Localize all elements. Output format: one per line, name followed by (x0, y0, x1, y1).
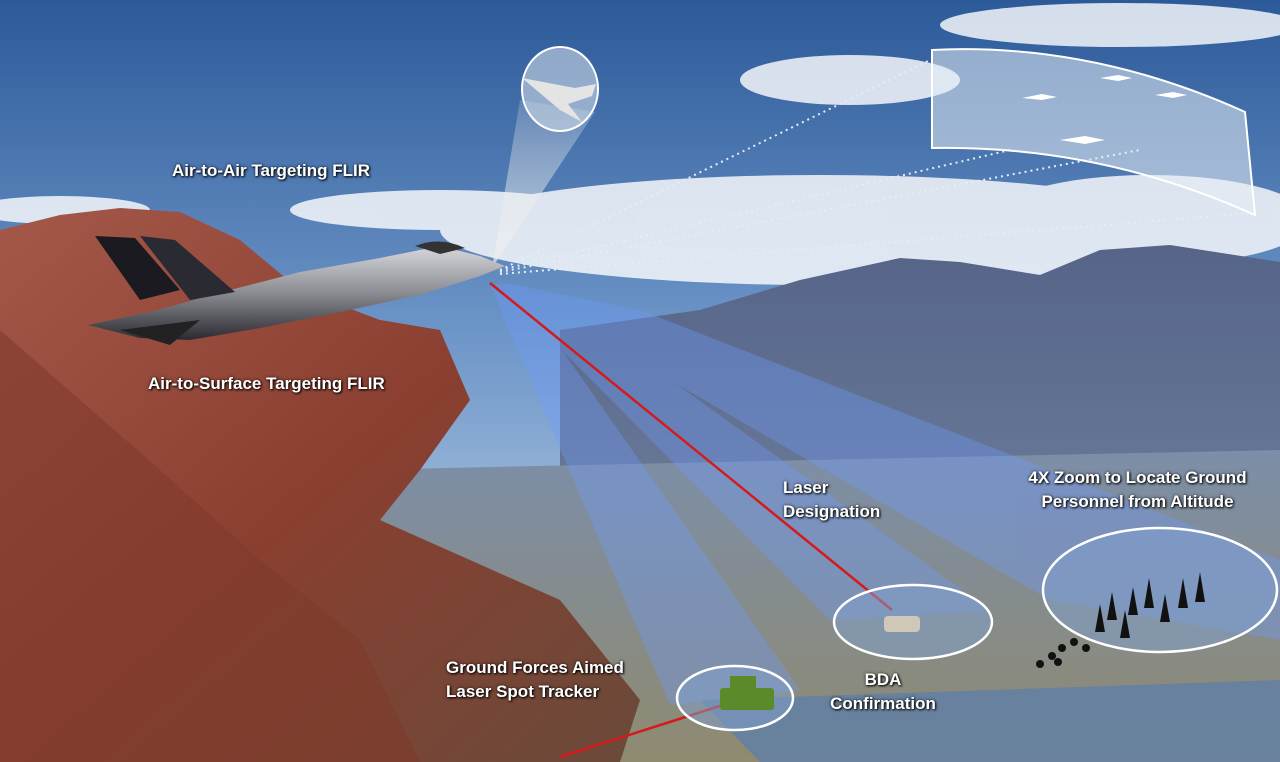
air-target-panel (931, 48, 1257, 217)
label-air-to-air: Air-to-Air Targeting FLIR (172, 161, 370, 180)
air-beam-cone (492, 100, 595, 268)
target-aircraft-icon (522, 78, 596, 122)
target-vehicle-icon (884, 616, 920, 632)
laser-designation-beam (489, 282, 893, 611)
label-line: Laser (783, 478, 829, 497)
label-line: BDA (864, 670, 902, 689)
enemy-aircraft-icon (1022, 75, 1187, 144)
label-line: 4X Zoom to Locate Ground (1028, 468, 1247, 487)
label-line: Personnel from Altitude (1041, 492, 1234, 511)
blue-mountains (560, 245, 1280, 520)
ground-vehicle-icon (720, 676, 774, 710)
clouds (0, 3, 1280, 285)
label-ground-forces: Ground Forces Aimed Laser Spot Tracker (446, 656, 624, 704)
label-line: Confirmation (830, 694, 936, 713)
label-4x-zoom: 4X Zoom to Locate Ground Personnel from … (995, 466, 1280, 514)
lake (700, 680, 1280, 762)
red-ridge (0, 330, 420, 762)
zoom-circle (1041, 526, 1279, 654)
fighter-jet (88, 236, 505, 345)
label-laser-designation: Laser Designation (783, 476, 880, 524)
label-line: Laser Spot Tracker (446, 682, 600, 701)
dotted-tracking-lines (499, 59, 1251, 275)
label-line: Ground Forces Aimed (446, 658, 624, 677)
ground-personnel-icons (1036, 572, 1205, 668)
label-line: Designation (783, 502, 881, 521)
label-bda: BDA Confirmation (812, 668, 954, 716)
label-air-to-surface: Air-to-Surface Targeting FLIR (148, 374, 385, 393)
